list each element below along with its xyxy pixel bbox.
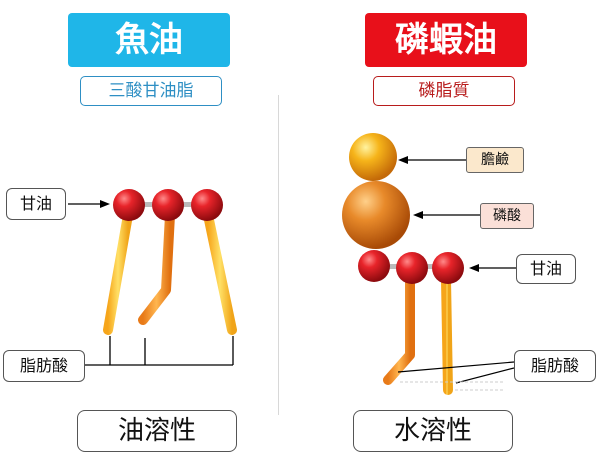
choline-label: 膽鹼	[466, 147, 524, 173]
phospholipid-label: 磷脂質	[373, 76, 515, 106]
triglyceride-molecule	[103, 189, 237, 335]
fish-oil-title: 魚油	[68, 13, 230, 67]
phospholipid-molecule	[342, 133, 464, 395]
phosphate-label: 磷酸	[480, 203, 534, 229]
triglyceride-label: 三酸甘油脂	[80, 76, 222, 106]
fatty-acid-bracket	[85, 336, 234, 366]
center-divider	[278, 95, 279, 415]
oil-soluble-label: 油溶性	[77, 410, 237, 452]
fatty-acid-label-right: 脂肪酸	[514, 350, 596, 382]
krill-oil-title: 磷蝦油	[365, 13, 527, 67]
water-soluble-label: 水溶性	[353, 410, 513, 452]
glycerol-label-left: 甘油	[6, 188, 66, 220]
glycerol-label-right: 甘油	[516, 254, 576, 284]
fatty-acid-label-left: 脂肪酸	[3, 350, 85, 382]
